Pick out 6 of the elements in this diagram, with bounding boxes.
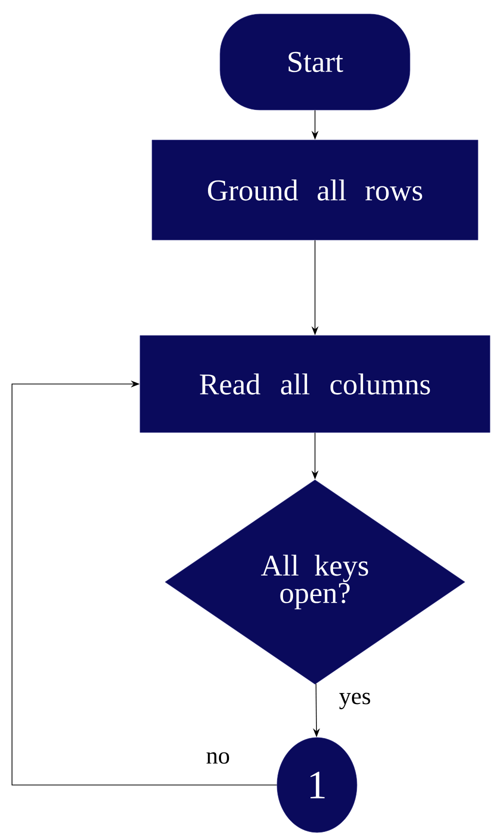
edge-label: yes <box>338 692 372 710</box>
start-terminal: Start <box>220 14 410 110</box>
edge-label: no <box>205 751 231 765</box>
arrow <box>12 380 278 786</box>
process-box: Ground all rows <box>152 140 478 240</box>
process-box: Read all columns <box>140 335 490 433</box>
